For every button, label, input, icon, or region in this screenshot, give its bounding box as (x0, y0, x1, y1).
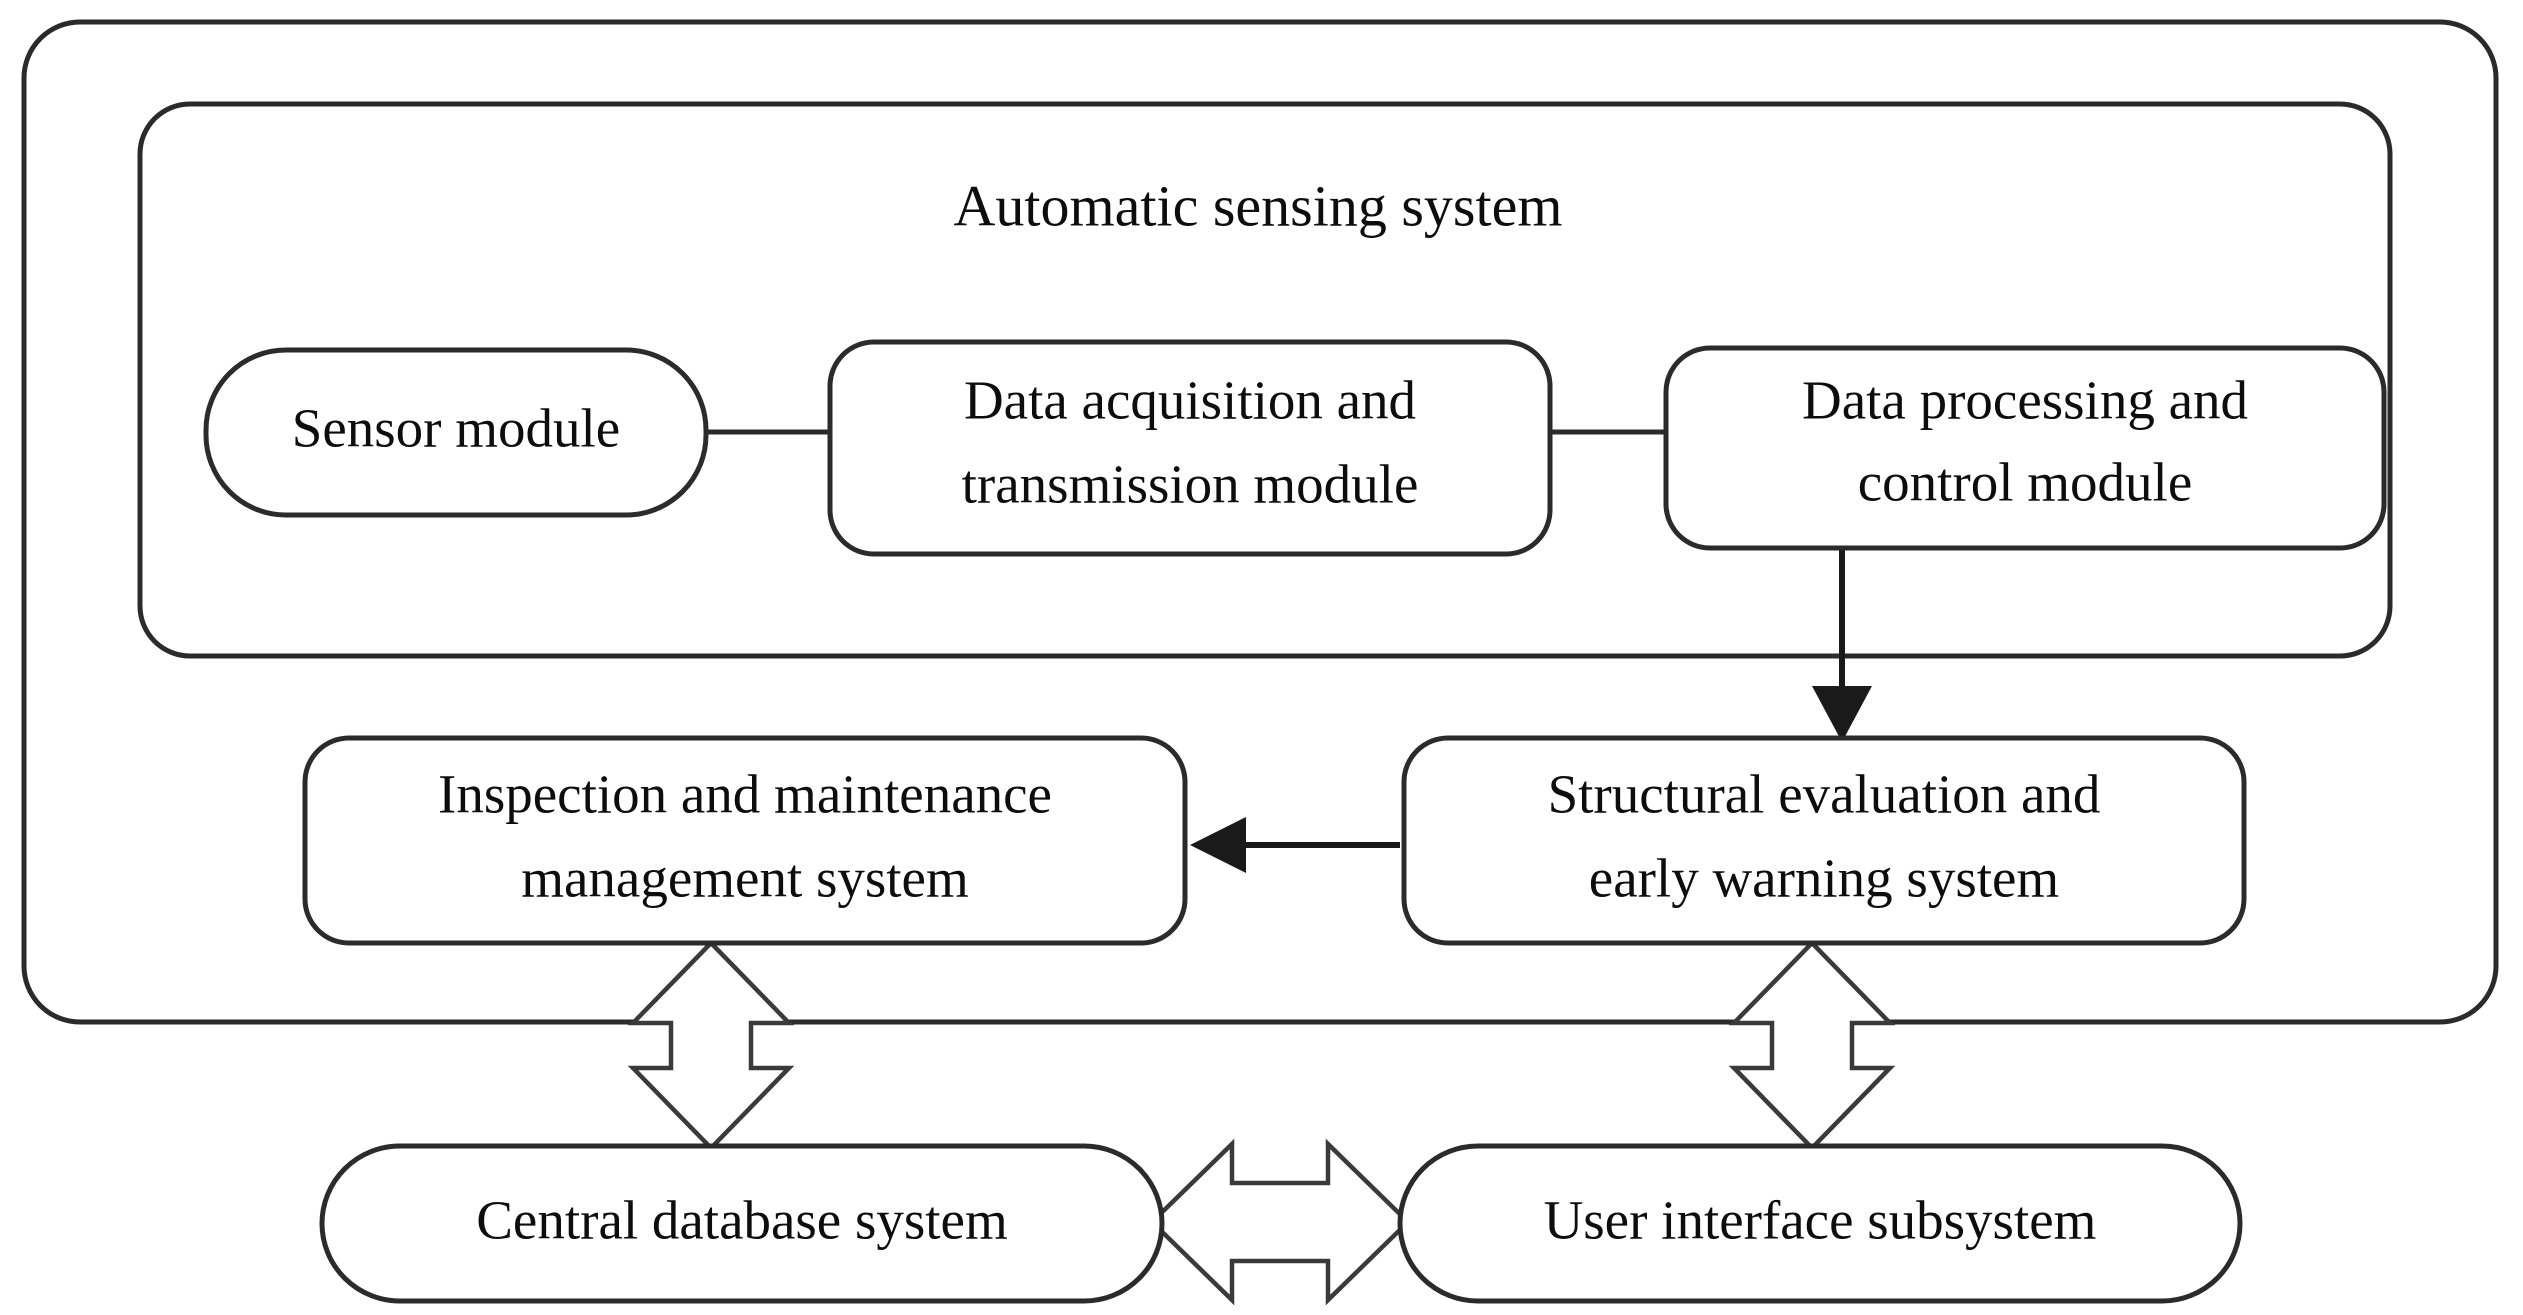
node-user-interface-label: User interface subsystem (1544, 1190, 2097, 1251)
node-data-acquisition-module-label-line1: Data acquisition and (964, 370, 1416, 431)
node-inspection-maintenance-label-line1: Inspection and maintenance (438, 764, 1052, 825)
node-inspection-maintenance-label-line2: management system (521, 848, 969, 909)
block-arrow-database-to-user-interface (1148, 1138, 1412, 1306)
node-structural-evaluation-label-line1: Structural evaluation and (1548, 764, 2101, 825)
node-sensor-module[interactable]: Sensor module (203, 347, 709, 518)
arrow-evaluation-to-inspection (1190, 817, 1400, 873)
node-central-database-label: Central database system (476, 1190, 1008, 1251)
group-title-automatic-sensing-system: Automatic sensing system (954, 173, 1563, 238)
node-data-processing-module[interactable]: Data processing and control module (1663, 345, 2387, 551)
node-data-processing-module-label-line1: Data processing and (1802, 370, 2248, 431)
node-central-database[interactable]: Central database system (319, 1143, 1165, 1304)
node-user-interface[interactable]: User interface subsystem (1397, 1143, 2243, 1304)
node-inspection-maintenance[interactable]: Inspection and maintenance management sy… (302, 735, 1188, 946)
node-data-acquisition-module-label-line2: transmission module (962, 454, 1419, 515)
node-sensor-module-label: Sensor module (292, 398, 620, 459)
node-data-processing-module-label-line2: control module (1858, 452, 2193, 513)
node-data-acquisition-module[interactable]: Data acquisition and transmission module (827, 339, 1553, 557)
node-structural-evaluation[interactable]: Structural evaluation and early warning … (1401, 735, 2247, 946)
node-structural-evaluation-label-line2: early warning system (1589, 848, 2059, 909)
arrow-processing-to-evaluation (1812, 550, 1872, 742)
